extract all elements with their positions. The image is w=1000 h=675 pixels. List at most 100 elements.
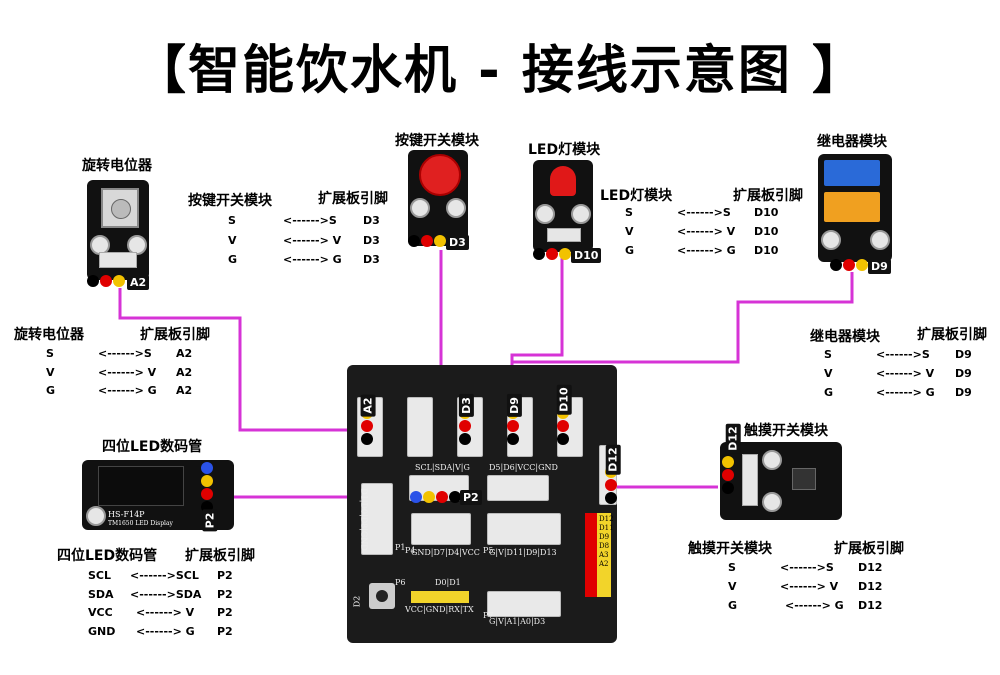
- touch-row-1-b: <------> V: [780, 580, 839, 593]
- touch-row-1-c: D12: [858, 580, 883, 593]
- touch-row-2-c: D12: [858, 599, 883, 612]
- silk-side: D1|D0|D8|GND: [359, 488, 369, 551]
- led-row-0-b: <------>S: [677, 206, 731, 219]
- header-right: [597, 513, 611, 597]
- button-row-0-c: D3: [363, 214, 380, 227]
- display-print-1: HS-F14P: [108, 510, 145, 519]
- button-row-1-c: D3: [363, 234, 380, 247]
- terminal-block: [824, 160, 880, 186]
- right-header-labels: D12 D11 D9 D8 A3 A2: [599, 515, 614, 568]
- silk-d5: D5|D6|VCC|GND: [489, 463, 558, 472]
- board-d9-tag: D9: [506, 394, 522, 417]
- relay-row-2-b: <------> G: [876, 386, 935, 399]
- pot-port-tag: A2: [127, 275, 150, 290]
- silk-p7: G|V|A1|A0|D3: [489, 617, 546, 626]
- touch-row-0-a: S: [728, 561, 736, 574]
- led-row-1-c: D10: [754, 225, 779, 238]
- silk-p4: GND|D7|D4|VCC: [411, 548, 480, 557]
- button-module: [408, 150, 468, 246]
- touch-row-2-a: G: [728, 599, 738, 612]
- pot-row-2-b: <------> G: [98, 384, 157, 397]
- red-button-icon: [419, 154, 461, 196]
- led-port-tag: D10: [571, 248, 602, 263]
- relay-row-0-c: D9: [955, 348, 972, 361]
- led-row-2-a: G: [625, 244, 635, 257]
- touch-row-2-b: <------> G: [785, 599, 844, 612]
- board-a2-tag: A2: [360, 394, 376, 417]
- button-pin-dots: [408, 235, 446, 247]
- wire-pot-a2: [118, 288, 358, 432]
- led-row-0-a: S: [625, 206, 633, 219]
- expansion-board: SCL|SDA|V|G D5|D6|VCC|GND GND|D7|D4|VCC …: [347, 365, 617, 643]
- relay-row-1-c: D9: [955, 367, 972, 380]
- relay-row-1-b: <------> V: [876, 367, 935, 380]
- display-row-0-c: P2: [217, 569, 233, 582]
- display-row-0-a: SCL: [88, 569, 112, 582]
- led-row-1-b: <------> V: [677, 225, 736, 238]
- board-p2-pins: [410, 491, 461, 503]
- board-d10-tag: D10: [556, 384, 572, 415]
- potentiometer-module: [87, 180, 149, 280]
- button-port-tag: D3: [446, 235, 469, 250]
- led-row-1-a: V: [625, 225, 634, 238]
- display-row-2-a: VCC: [88, 606, 113, 619]
- pot-table-module: 旋转电位器: [14, 327, 84, 343]
- relay-table-module: 继电器模块: [810, 329, 880, 345]
- pot-row-1-b: <------> V: [98, 366, 157, 379]
- pot-row-0-a: S: [46, 347, 54, 360]
- pot-table-board: 扩展板引脚: [140, 327, 210, 343]
- button-row-2-a: G: [228, 253, 238, 266]
- display-row-3-a: GND: [88, 625, 116, 638]
- reset-button[interactable]: [369, 583, 395, 609]
- connector-p4: [411, 513, 471, 545]
- connector: [487, 475, 549, 501]
- segment-display-icon: [98, 466, 184, 506]
- display-title: 四位LED数码管: [102, 439, 203, 455]
- relay-title: 继电器模块: [817, 134, 887, 150]
- touch-title: 触摸开关模块: [744, 423, 828, 439]
- relay-port-tag: D9: [868, 259, 891, 274]
- display-table-module: 四位LED数码管: [57, 548, 158, 564]
- relay-icon: [824, 192, 880, 222]
- knob-icon: [101, 188, 139, 228]
- relay-table-board: 扩展板引脚: [917, 327, 987, 343]
- connector: [407, 397, 433, 457]
- mount-hole: [762, 492, 782, 512]
- touch-pin-dots: [722, 456, 734, 494]
- button-row-1-b: <------> V: [283, 234, 342, 247]
- touch-table-module: 触摸开关模块: [688, 541, 772, 557]
- silk-d2: D2: [352, 595, 362, 608]
- display-table-board: 扩展板引脚: [185, 548, 255, 564]
- button-row-2-b: <------> G: [283, 253, 342, 266]
- led-row-0-c: D10: [754, 206, 779, 219]
- connector: [99, 252, 137, 268]
- touch-row-0-c: D12: [858, 561, 883, 574]
- touch-row-0-b: <------>S: [780, 561, 834, 574]
- button-title: 按键开关模块: [395, 133, 479, 149]
- pot-row-2-a: G: [46, 384, 56, 397]
- connector-p5: [487, 513, 561, 545]
- pot-row-1-a: V: [46, 366, 55, 379]
- display-row-2-b: <------> V: [136, 606, 195, 619]
- button-row-0-a: S: [228, 214, 236, 227]
- connector: [742, 454, 758, 506]
- silk-p6: D0|D1: [435, 578, 461, 587]
- display-row-1-a: SDA: [88, 588, 114, 601]
- pot-row-0-b: <------>S: [98, 347, 152, 360]
- pot-title: 旋转电位器: [82, 158, 152, 174]
- silk-p7-label: P7: [483, 611, 494, 620]
- relay-row-0-a: S: [824, 348, 832, 361]
- relay-row-0-b: <------>S: [876, 348, 930, 361]
- relay-row-2-c: D9: [955, 386, 972, 399]
- button-table-board: 扩展板引脚: [318, 191, 388, 207]
- touch-module: [720, 442, 842, 520]
- pot-row-2-c: A2: [176, 384, 193, 397]
- button-table-module: 按键开关模块: [188, 193, 272, 209]
- silk-p4-label: P4: [405, 546, 416, 555]
- relay-row-1-a: V: [824, 367, 833, 380]
- mount-hole: [127, 235, 147, 255]
- chip-icon: [792, 468, 816, 490]
- mount-hole: [821, 230, 841, 250]
- mount-hole: [571, 204, 591, 224]
- mount-hole: [535, 204, 555, 224]
